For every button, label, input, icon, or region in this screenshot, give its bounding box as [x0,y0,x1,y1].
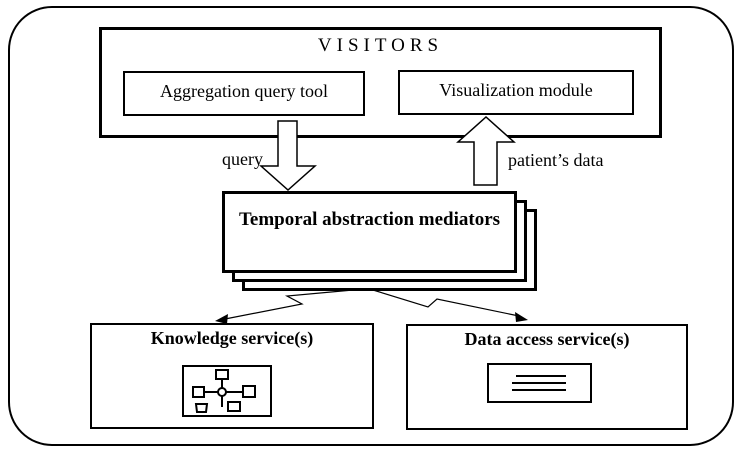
knowledge-service-label: Knowledge service(s) [150,328,314,348]
aggregation-query-tool-box: Aggregation query tool [123,71,365,116]
patient-data-flow-label: patient’s data [508,150,604,170]
data-access-service-box: Data access service(s) [406,324,688,430]
knowledge-service-box: Knowledge service(s) [90,323,374,429]
visualization-module-box: Visualization module [398,70,634,115]
data-access-service-label: Data access service(s) [464,329,630,349]
visualization-module-label: Visualization module [439,80,593,100]
query-flow-label: query [222,149,263,169]
temporal-abstraction-mediators-box: Temporal abstraction mediators [222,191,517,273]
temporal-abstraction-mediators-label: Temporal abstraction mediators [238,209,501,230]
aggregation-query-tool-label: Aggregation query tool [160,81,328,101]
visitors-title: VISITORS [317,35,444,56]
